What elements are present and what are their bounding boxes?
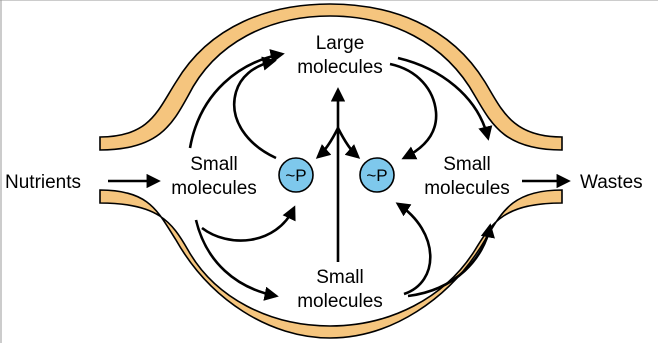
label-small-mid-top: Small: [316, 267, 364, 288]
label-nutrients: Nutrients: [5, 172, 81, 193]
arrow-mid-small-to-phosphate-right: [398, 204, 430, 294]
arrow-large-to-phosphate-right: [390, 64, 436, 158]
arrow-branch-right: [338, 128, 358, 157]
arrow-branch-left: [318, 128, 338, 157]
label-small-right-bottom: molecules: [424, 178, 510, 199]
label-small-mid-bottom: molecules: [297, 291, 383, 312]
label-small-left-top: Small: [190, 154, 238, 175]
membrane-bottom: [100, 190, 562, 338]
label-large-top: Large: [316, 33, 365, 54]
arrow-left-small-to-phosphate-left: [202, 208, 294, 241]
label-wastes: Wastes: [580, 172, 643, 193]
phosphate-right-label: ~P: [366, 166, 387, 185]
arrow-phosphate-left-to-large: [234, 61, 276, 158]
phosphate-left-label: ~P: [285, 166, 306, 185]
label-large-bottom: molecules: [297, 57, 383, 78]
label-small-left-bottom: molecules: [171, 178, 257, 199]
label-small-right-top: Small: [443, 154, 491, 175]
